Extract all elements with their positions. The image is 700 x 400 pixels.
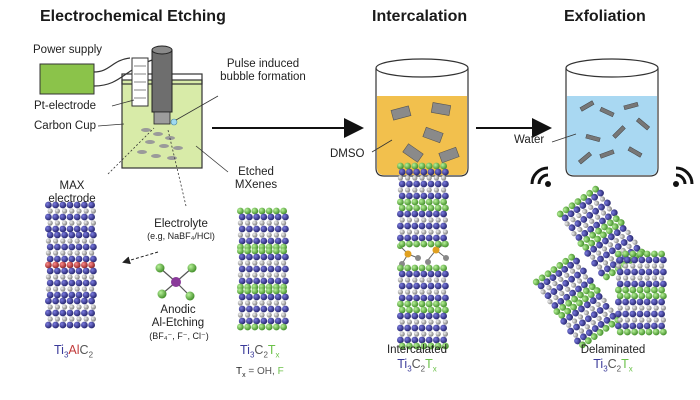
formula-del-t-n: x xyxy=(628,364,633,374)
electrolyte-arrow xyxy=(122,251,159,265)
formula-del-c-n: 2 xyxy=(616,364,622,374)
formula-intercalated: Ti3C2Tx xyxy=(372,357,462,374)
ultrasound-left-icon xyxy=(530,166,551,187)
formula-etched-t: T xyxy=(267,343,276,357)
formula-max-c-n: 2 xyxy=(88,350,94,360)
label-anodic-line2: Al-Etching xyxy=(151,316,205,329)
ultrasound-right-icon xyxy=(673,166,694,187)
title-electrochemical-etching: Electrochemical Etching xyxy=(40,8,226,25)
label-power-supply: Power supply xyxy=(33,44,103,56)
formula-int-c-n: 2 xyxy=(420,364,426,374)
etched-mxene-stack-1 xyxy=(237,207,289,251)
label-water: Water xyxy=(514,134,545,146)
formula-etched-ti: Ti xyxy=(240,343,250,357)
label-electrolyte-example: (e.g, NaBF₄/HCl) xyxy=(147,231,215,241)
formula-del-ti-n: 3 xyxy=(603,364,608,374)
delaminated-flake-2 xyxy=(532,253,622,349)
callout-lines xyxy=(97,95,229,207)
label-electrolyte: Electrolyte xyxy=(154,218,208,230)
formula-etched-mxene: Ti3C2Tx xyxy=(240,343,280,360)
label-bubble-formation: Pulse induced bubble formation xyxy=(208,58,318,83)
tx-sub: x xyxy=(242,372,246,379)
formula-max: Ti3AlC2 xyxy=(54,343,94,360)
label-delaminated: Delaminated xyxy=(580,344,646,356)
formula-etched-t-n: x xyxy=(275,350,280,360)
label-pt-electrode: Pt-electrode xyxy=(34,100,97,112)
formula-del-c: C xyxy=(607,357,617,371)
bf4-molecule xyxy=(155,263,197,301)
label-etched-line2: MXenes xyxy=(234,178,278,191)
intercalated-stack-bottom xyxy=(397,264,449,350)
pt-electrode xyxy=(131,57,149,107)
formula-max-ti: Ti xyxy=(54,343,64,357)
formula-int-c: C xyxy=(411,357,421,371)
formula-int-ti-n: 3 xyxy=(407,364,412,374)
tx-eq: = OH, xyxy=(245,366,278,377)
title-exfoliation: Exfoliation xyxy=(564,8,646,25)
formula-int-t-n: x xyxy=(432,364,437,374)
etched-mxene-stack-2 xyxy=(237,247,289,291)
title-intercalation: Intercalation xyxy=(372,8,468,25)
formula-etched-ti-n: 3 xyxy=(249,350,255,360)
label-anodic-line1: Anodic xyxy=(160,304,196,316)
label-max-line1: MAX xyxy=(59,180,85,192)
label-bubble-line2: bubble formation xyxy=(220,70,306,83)
etched-mxene-stack-3 xyxy=(237,287,289,331)
formula-etched-c: C xyxy=(254,343,264,357)
label-bubble-line1: Pulse induced xyxy=(226,58,300,70)
formula-del-t: T xyxy=(621,357,629,371)
max-electrode-rod xyxy=(151,45,178,126)
water-beaker xyxy=(551,58,659,177)
formula-del-ti: Ti xyxy=(593,357,604,371)
label-dmso: DMSO xyxy=(330,148,365,160)
formula-int-ti: Ti xyxy=(397,357,408,371)
label-carbon-cup: Carbon Cup xyxy=(34,120,97,132)
label-max-electrode: MAX electrode xyxy=(42,180,102,205)
power-supply xyxy=(39,57,153,95)
formula-delaminated: Ti3C2Tx xyxy=(568,357,658,374)
formula-int-t: T xyxy=(425,357,433,371)
dmso-beaker xyxy=(371,58,469,177)
label-max-line2: electrode xyxy=(48,192,96,205)
tx-prefix: T xyxy=(236,366,243,377)
tx-definition: Tx = OH, F xyxy=(236,366,284,380)
formula-etched-c-n: 2 xyxy=(263,350,268,360)
label-anodic-species: (BF₄⁻, F⁻, Cl⁻) xyxy=(149,331,209,341)
formula-max-al: Al xyxy=(68,343,80,357)
label-etched-line1: Etched xyxy=(238,166,274,178)
delaminated-flake-3 xyxy=(615,250,667,336)
label-intercalated: Intercalated xyxy=(386,344,448,356)
formula-max-c: C xyxy=(79,343,89,357)
label-etched-mxenes: Etched MXenes xyxy=(226,166,286,191)
label-anodic-etching: Anodic Al-Etching xyxy=(140,304,216,329)
formula-max-ti-n: 3 xyxy=(63,350,69,360)
tx-f: F xyxy=(277,366,284,377)
max-phase-stack xyxy=(45,201,97,329)
intercalated-stack-top xyxy=(397,162,449,248)
